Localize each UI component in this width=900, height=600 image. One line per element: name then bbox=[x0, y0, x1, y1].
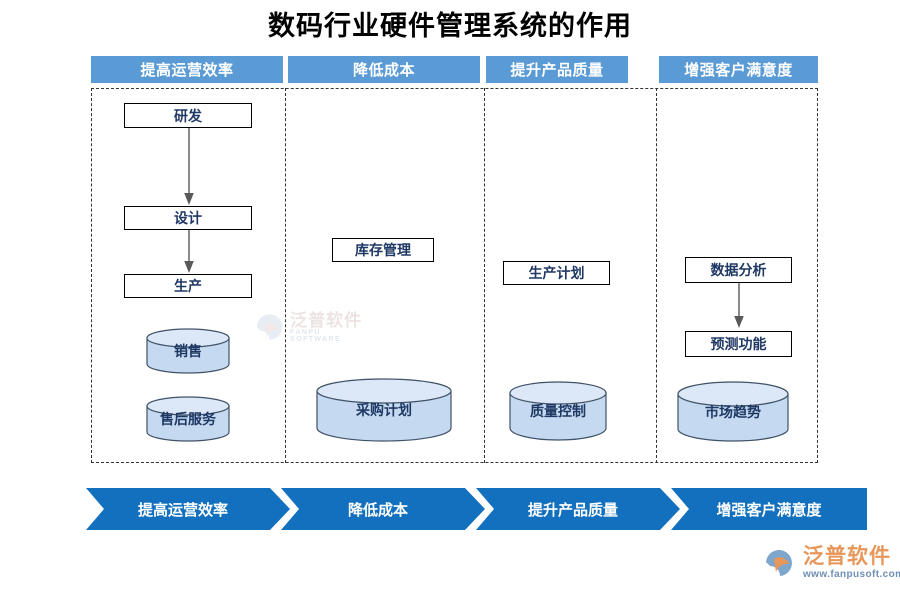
banner-chevron-1[interactable]: 提高运营效率 bbox=[86, 488, 290, 530]
brand-logo-url: www.fanpusoft.com bbox=[803, 569, 900, 580]
watermark-en: FANPU SOFTWARE bbox=[290, 328, 342, 343]
watermark-cn: 泛普软件 bbox=[290, 310, 363, 330]
column-header-2: 降低成本 bbox=[288, 56, 480, 83]
column-divider-2 bbox=[484, 88, 485, 463]
node-box-shengchan[interactable]: 生产 bbox=[124, 274, 252, 298]
center-watermark: 泛普软件 FANPU SOFTWARE bbox=[253, 306, 373, 348]
arrow-sheji-to-shengchan bbox=[181, 230, 197, 274]
brand-logo: 泛普软件 www.fanpusoft.com bbox=[762, 546, 900, 580]
brand-logo-cn: 泛普软件 bbox=[803, 545, 891, 568]
brand-logo-icon bbox=[766, 550, 792, 576]
node-box-shengchanjihua[interactable]: 生产计划 bbox=[503, 261, 610, 285]
arrow-yanfa-to-sheji bbox=[181, 128, 197, 206]
node-cylinder-shouhoufuwu[interactable]: 售后服务 bbox=[146, 396, 230, 442]
page-title: 数码行业硬件管理系统的作用 bbox=[268, 11, 632, 42]
node-box-sheji[interactable]: 设计 bbox=[124, 206, 252, 230]
banner-chevron-2[interactable]: 降低成本 bbox=[281, 488, 485, 530]
banner-chevron-3[interactable]: 提升产品质量 bbox=[476, 488, 680, 530]
column-header-4: 增强客户满意度 bbox=[659, 56, 818, 83]
column-header-1: 提高运营效率 bbox=[91, 56, 283, 83]
node-cylinder-zhiliangkongzhi[interactable]: 质量控制 bbox=[509, 381, 607, 441]
arrow-shujufenxi-to-yucegongneng bbox=[731, 283, 747, 329]
watermark-logo-icon bbox=[256, 314, 283, 340]
diagram-frame bbox=[91, 88, 818, 463]
column-divider-1 bbox=[285, 88, 286, 463]
node-box-kucunguanli[interactable]: 库存管理 bbox=[332, 238, 434, 262]
column-header-3: 提升产品质量 bbox=[486, 56, 628, 83]
banner-chevron-4[interactable]: 增强客户满意度 bbox=[671, 488, 867, 530]
column-divider-3 bbox=[656, 88, 657, 463]
node-cylinder-caigoujihua[interactable]: 采购计划 bbox=[316, 378, 452, 442]
node-cylinder-xiaoshou[interactable]: 销售 bbox=[146, 328, 230, 374]
node-box-yanfa[interactable]: 研发 bbox=[124, 103, 252, 128]
node-cylinder-shichangqushi[interactable]: 市场趋势 bbox=[677, 381, 789, 443]
node-box-yucegongneng[interactable]: 预测功能 bbox=[685, 331, 792, 357]
node-box-shujufenxi[interactable]: 数据分析 bbox=[685, 257, 792, 283]
